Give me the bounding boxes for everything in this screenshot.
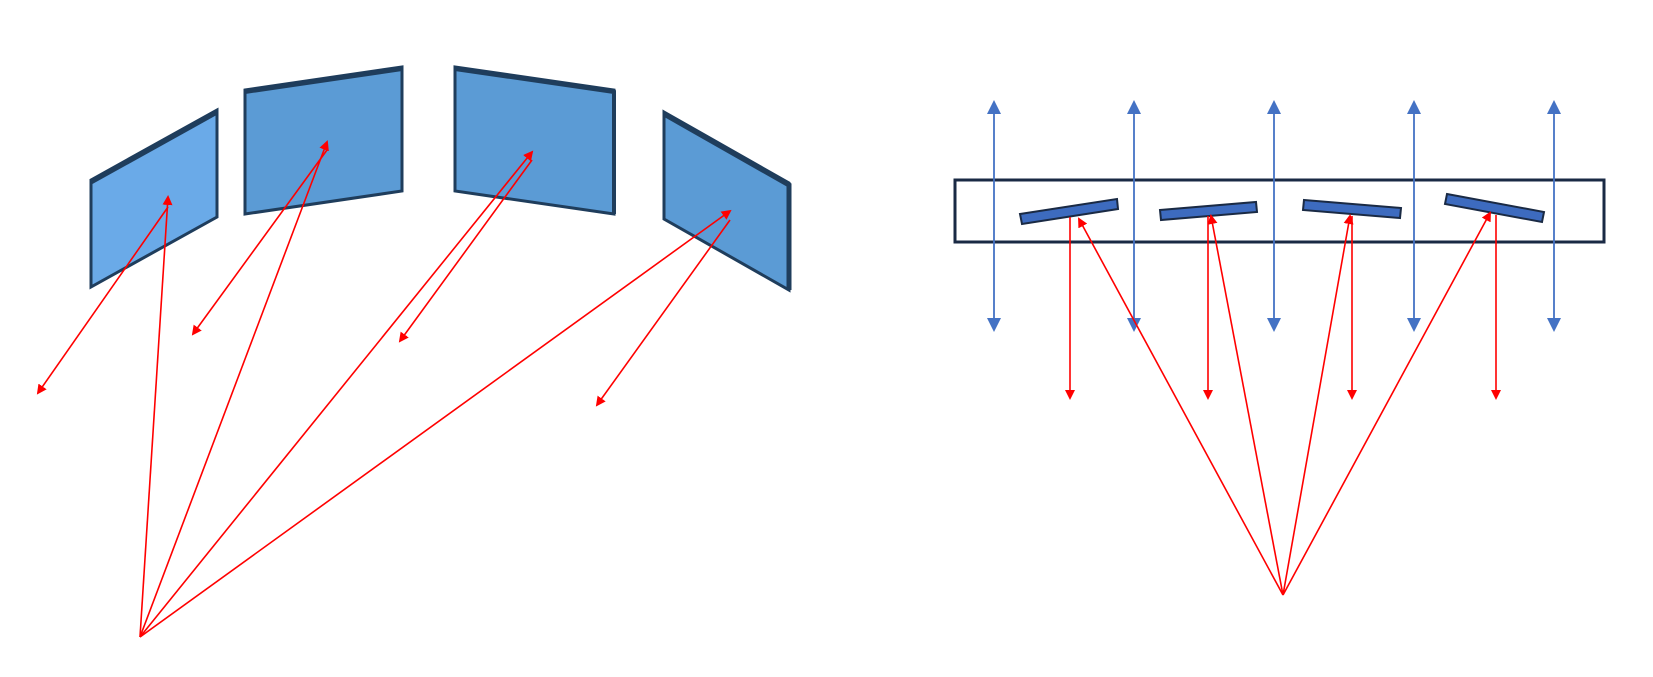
panel-1 — [89, 107, 219, 290]
incident-ray-3 — [139, 150, 534, 638]
array-incident-ray-4 — [1282, 211, 1491, 596]
incident-ray-4 — [139, 209, 732, 638]
tilted-panel-array — [36, 65, 792, 638]
mirror-2 — [1158, 200, 1259, 222]
panel-4 — [662, 109, 792, 293]
reflected-ray-2 — [191, 149, 328, 336]
panel-3 — [453, 65, 616, 216]
reflected-ray-4 — [595, 219, 731, 407]
incident-ray-1 — [139, 195, 173, 638]
panel-2 — [243, 65, 404, 216]
mirror-3 — [1301, 198, 1403, 220]
incident-ray-2 — [139, 140, 329, 638]
array-incident-ray-1 — [1078, 217, 1284, 596]
array-incident-ray-3 — [1282, 214, 1354, 596]
mirror-1 — [1018, 197, 1120, 226]
flat-mirror-array — [953, 100, 1606, 596]
reflected-ray-1 — [36, 206, 169, 395]
array-incident-ray-2 — [1207, 214, 1284, 596]
reflected-ray-3 — [398, 159, 533, 343]
mirror-4 — [1443, 192, 1546, 224]
